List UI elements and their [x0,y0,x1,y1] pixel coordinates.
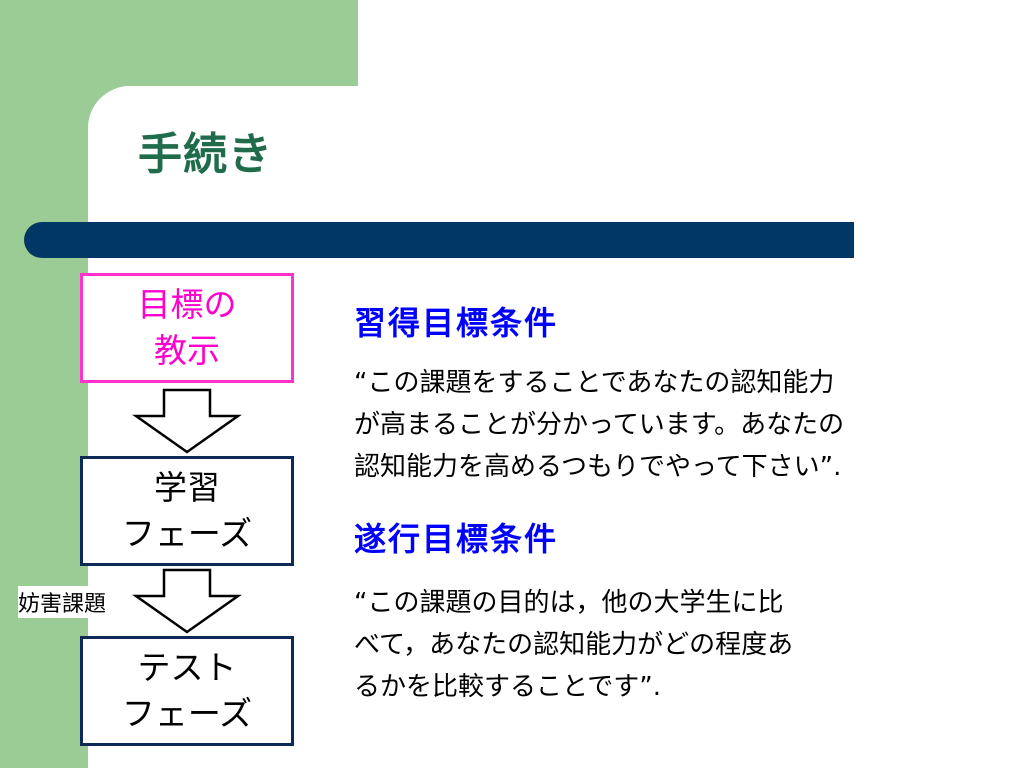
flow-box-learning-phase: 学習 フェーズ [80,456,294,566]
mastery-quote-line: が高まることが分かっています。あなたの [354,410,845,440]
distractor-task-label: 妨害課題 [18,586,107,618]
slide-title: 手続き [138,129,273,180]
top-white-area [358,0,1024,86]
down-arrow-icon [132,568,242,634]
flow-box-learning-line2: フェーズ [121,514,253,553]
performance-quote-line: るかを比較することです”. [354,672,661,702]
mastery-goal-heading: 習得目標条件 [354,304,559,342]
flow-box-test-line2: フェーズ [121,694,253,733]
mastery-goal-quote: “この課題をすることであなたの認知能力 が高まることが分かっています。あなたの … [354,362,974,488]
mastery-quote-line: “この課題をすることであなたの認知能力 [354,368,835,398]
performance-quote-line: べて，あなたの認知能力がどの程度あ [354,630,794,660]
flow-box-test-line1: テスト [137,648,237,687]
performance-goal-heading: 遂行目標条件 [354,520,559,558]
flow-box-goal-line1: 目標の [137,285,237,324]
performance-quote-line: “この課題の目的は，他の大学生に比 [354,588,784,618]
flow-box-learning-line1: 学習 [154,468,220,507]
flow-box-test-phase: テスト フェーズ [80,636,294,746]
performance-goal-quote: “この課題の目的は，他の大学生に比 べて，あなたの認知能力がどの程度あ るかを比… [354,582,974,708]
flow-box-goal-instruction: 目標の 教示 [80,273,294,383]
flow-box-goal-line2: 教示 [154,331,220,370]
title-divider-bar [24,222,854,258]
mastery-quote-line: 認知能力を高めるつもりでやって下さい”. [354,452,842,482]
down-arrow-icon [132,388,242,454]
